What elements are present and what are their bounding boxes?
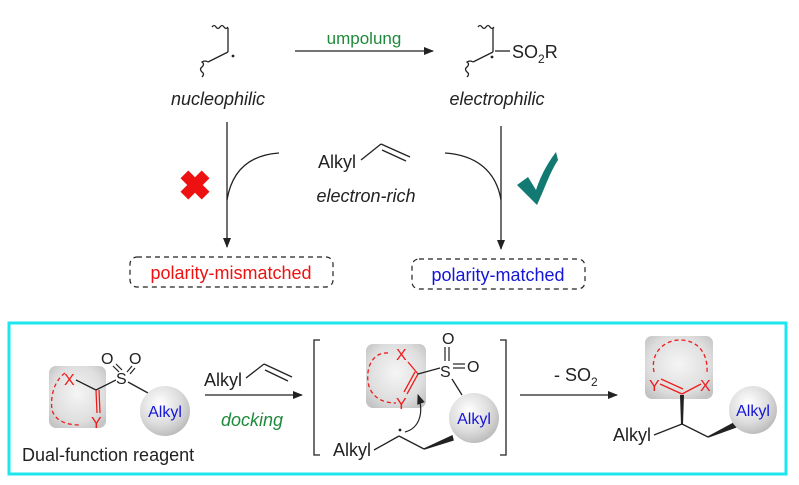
svg-text:Y: Y — [649, 378, 660, 395]
electron-rich-label: electron-rich — [316, 186, 415, 206]
strategy-box — [7, 321, 788, 476]
left-curved-arrow — [226, 152, 280, 201]
docking-alkene-structure — [245, 363, 293, 382]
nucleophilic-radical-structure — [199, 24, 235, 78]
alkene-alkyl-label: Alkyl — [318, 152, 356, 172]
svg-text:Y: Y — [396, 396, 407, 413]
so2r-group: SO2R — [512, 42, 558, 66]
svg-text:Alkyl: Alkyl — [457, 411, 491, 428]
svg-text:S: S — [440, 364, 451, 381]
check-icon — [517, 152, 558, 205]
electrophilic-label: electrophilic — [449, 89, 544, 109]
svg-text:S: S — [116, 371, 127, 388]
nucleophilic-label: nucleophilic — [171, 89, 265, 109]
polarity-mismatched-label: polarity-mismatched — [150, 263, 311, 283]
docking-label: docking — [221, 410, 283, 430]
right-curved-arrow — [444, 152, 502, 201]
svg-text:Alkyl: Alkyl — [613, 425, 651, 445]
polarity-mismatched-box — [129, 256, 334, 288]
product-structure: Y X Alkyl Alkyl — [613, 336, 777, 445]
svg-text:O: O — [101, 351, 113, 368]
svg-text:Alkyl: Alkyl — [333, 440, 371, 460]
svg-text:Y: Y — [91, 415, 102, 432]
svg-text:X: X — [396, 347, 407, 364]
electrophilic-radical-structure — [464, 24, 510, 78]
reagent-caption: Dual-function reagent — [22, 445, 194, 465]
svg-text:O: O — [129, 351, 141, 368]
svg-text:O: O — [442, 331, 454, 348]
svg-text:Alkyl: Alkyl — [736, 403, 770, 420]
dual-function-reagent: X Y S O O Alkyl — [49, 351, 190, 436]
svg-text:X: X — [700, 378, 711, 395]
so2-extrusion-label: - SO2 — [554, 365, 598, 389]
umpolung-label: umpolung — [327, 29, 402, 48]
intermediate-structure: X Y S O O Alkyl Alkyl — [313, 331, 507, 460]
polarity-matched-label: polarity-matched — [431, 265, 564, 285]
cross-icon — [180, 170, 210, 200]
svg-text:Alkyl: Alkyl — [148, 404, 182, 421]
alkene-structure — [360, 143, 411, 162]
svg-text:X: X — [64, 372, 75, 389]
docking-alkene-label: Alkyl — [204, 370, 242, 390]
svg-text:O: O — [467, 359, 479, 376]
